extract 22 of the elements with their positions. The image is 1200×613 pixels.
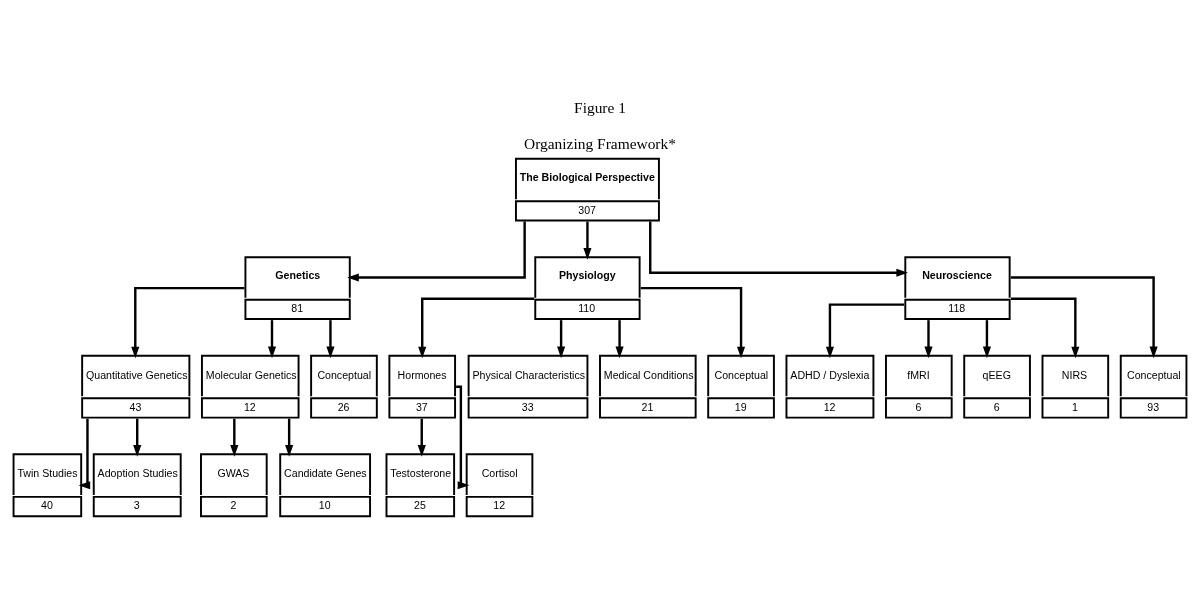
arrow	[267, 319, 277, 358]
arrow	[347, 221, 526, 282]
arrow	[924, 319, 933, 358]
arrow	[1010, 297, 1080, 358]
arrow	[982, 319, 991, 358]
arrow	[133, 418, 142, 457]
arrow	[230, 418, 239, 457]
diagram-title: Figure 1	[574, 98, 626, 116]
arrow	[557, 319, 566, 358]
arrow	[131, 286, 245, 358]
arrow	[417, 418, 426, 457]
arrow	[825, 302, 905, 358]
caption: Organizing Framework*	[524, 134, 676, 152]
arrow	[583, 221, 592, 260]
arrow	[615, 319, 624, 358]
arrow	[649, 221, 908, 277]
arrow	[285, 418, 294, 457]
arrow	[1010, 275, 1158, 358]
arrow	[78, 418, 91, 489]
arrow	[418, 297, 535, 358]
arrow	[326, 319, 335, 358]
arrow	[640, 286, 746, 358]
